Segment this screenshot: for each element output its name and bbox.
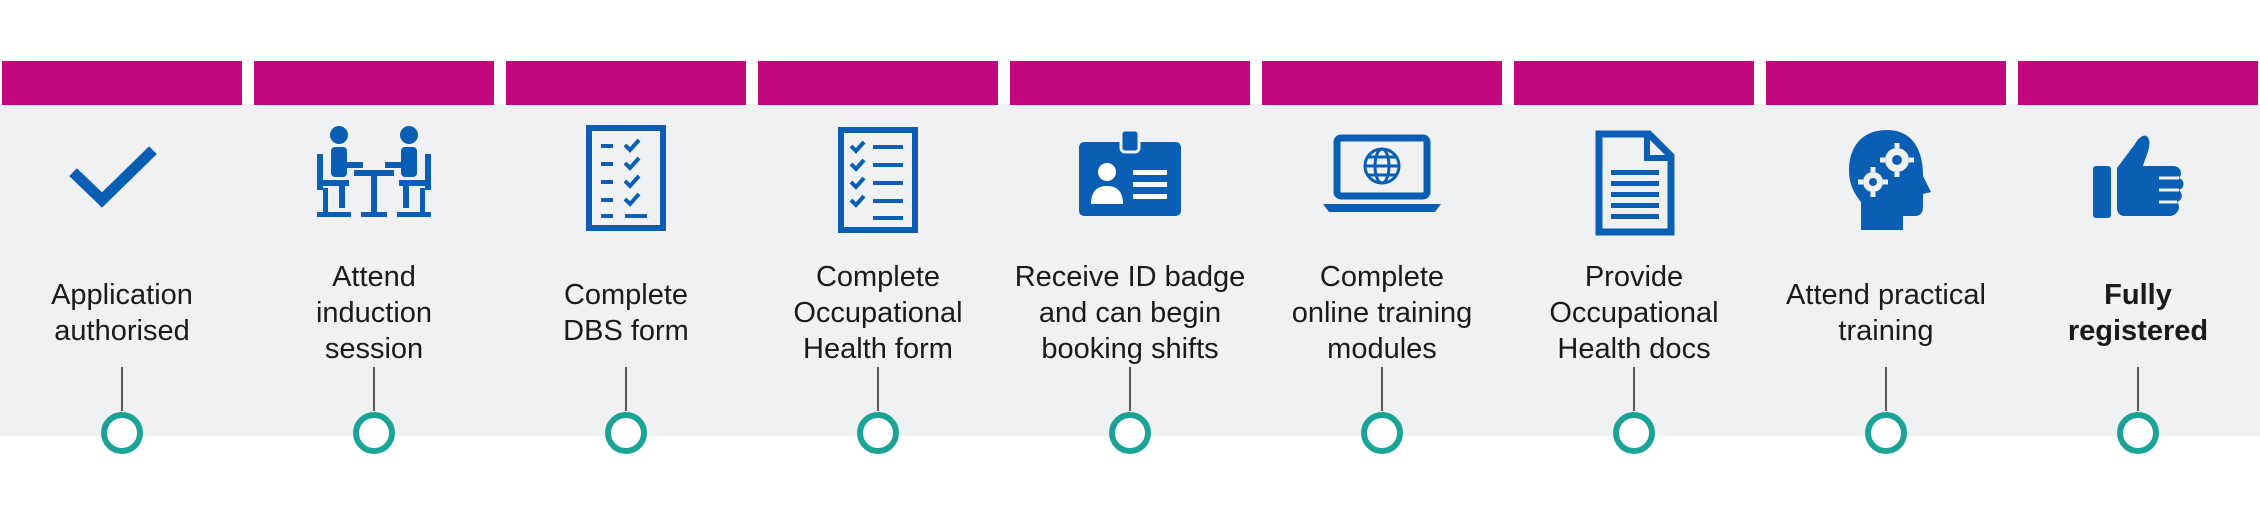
connector-line <box>1633 367 1635 411</box>
step-label: Attend practical training <box>1786 278 1986 347</box>
step-fully-registered: Fully registered <box>2018 0 2258 518</box>
step-attend-practical-training: Attend practical training <box>1766 0 2006 518</box>
thumbs-up-icon <box>2063 118 2213 248</box>
connector-line <box>373 367 375 411</box>
step-header-bar <box>2 61 242 105</box>
step-header-bar <box>758 61 998 105</box>
step-label: Complete DBS form <box>563 278 689 347</box>
id-badge-icon <box>1055 118 1205 248</box>
step-label: Receive ID badge and can begin booking s… <box>1014 260 1246 365</box>
step-header-bar <box>1010 61 1250 105</box>
meeting-icon <box>299 118 449 248</box>
timeline-node <box>1361 412 1403 454</box>
step-receive-id-badge: Receive ID badge and can begin booking s… <box>1010 0 1250 518</box>
step-header-bar <box>506 61 746 105</box>
connector-line <box>1129 367 1131 411</box>
timeline-node <box>2117 412 2159 454</box>
step-header-bar <box>2018 61 2258 105</box>
checklist-icon <box>551 118 701 248</box>
step-label: Provide Occupational Health docs <box>1549 260 1719 365</box>
checklist-icon <box>803 118 953 248</box>
step-header-bar <box>1514 61 1754 105</box>
timeline-node <box>101 412 143 454</box>
checkmark-icon <box>47 118 197 248</box>
connector-line <box>121 367 123 411</box>
connector-line <box>1885 367 1887 411</box>
step-label: Complete online training modules <box>1291 260 1473 365</box>
head-gears-icon <box>1811 118 1961 248</box>
connector-line <box>877 367 879 411</box>
step-attend-induction: Attend induction session <box>254 0 494 518</box>
laptop-globe-icon <box>1307 118 1457 248</box>
connector-line <box>2137 367 2139 411</box>
step-complete-occupational-health-form: Complete Occupational Health form <box>758 0 998 518</box>
step-label: Application authorised <box>51 278 193 347</box>
step-complete-dbs-form: Complete DBS form <box>506 0 746 518</box>
timeline-node <box>1109 412 1151 454</box>
timeline-node <box>1613 412 1655 454</box>
connector-line <box>625 367 627 411</box>
step-application-authorised: Application authorised <box>2 0 242 518</box>
step-label: Complete Occupational Health form <box>793 260 963 365</box>
step-label: Attend induction session <box>315 260 433 365</box>
document-icon <box>1559 118 1709 248</box>
timeline-node <box>857 412 899 454</box>
step-complete-online-training: Complete online training modules <box>1262 0 1502 518</box>
timeline-node <box>605 412 647 454</box>
step-provide-occupational-health-docs: Provide Occupational Health docs <box>1514 0 1754 518</box>
step-header-bar <box>254 61 494 105</box>
connector-line <box>1381 367 1383 411</box>
step-header-bar <box>1766 61 2006 105</box>
step-header-bar <box>1262 61 1502 105</box>
timeline-node <box>353 412 395 454</box>
step-label: Fully registered <box>2067 278 2209 347</box>
timeline-node <box>1865 412 1907 454</box>
